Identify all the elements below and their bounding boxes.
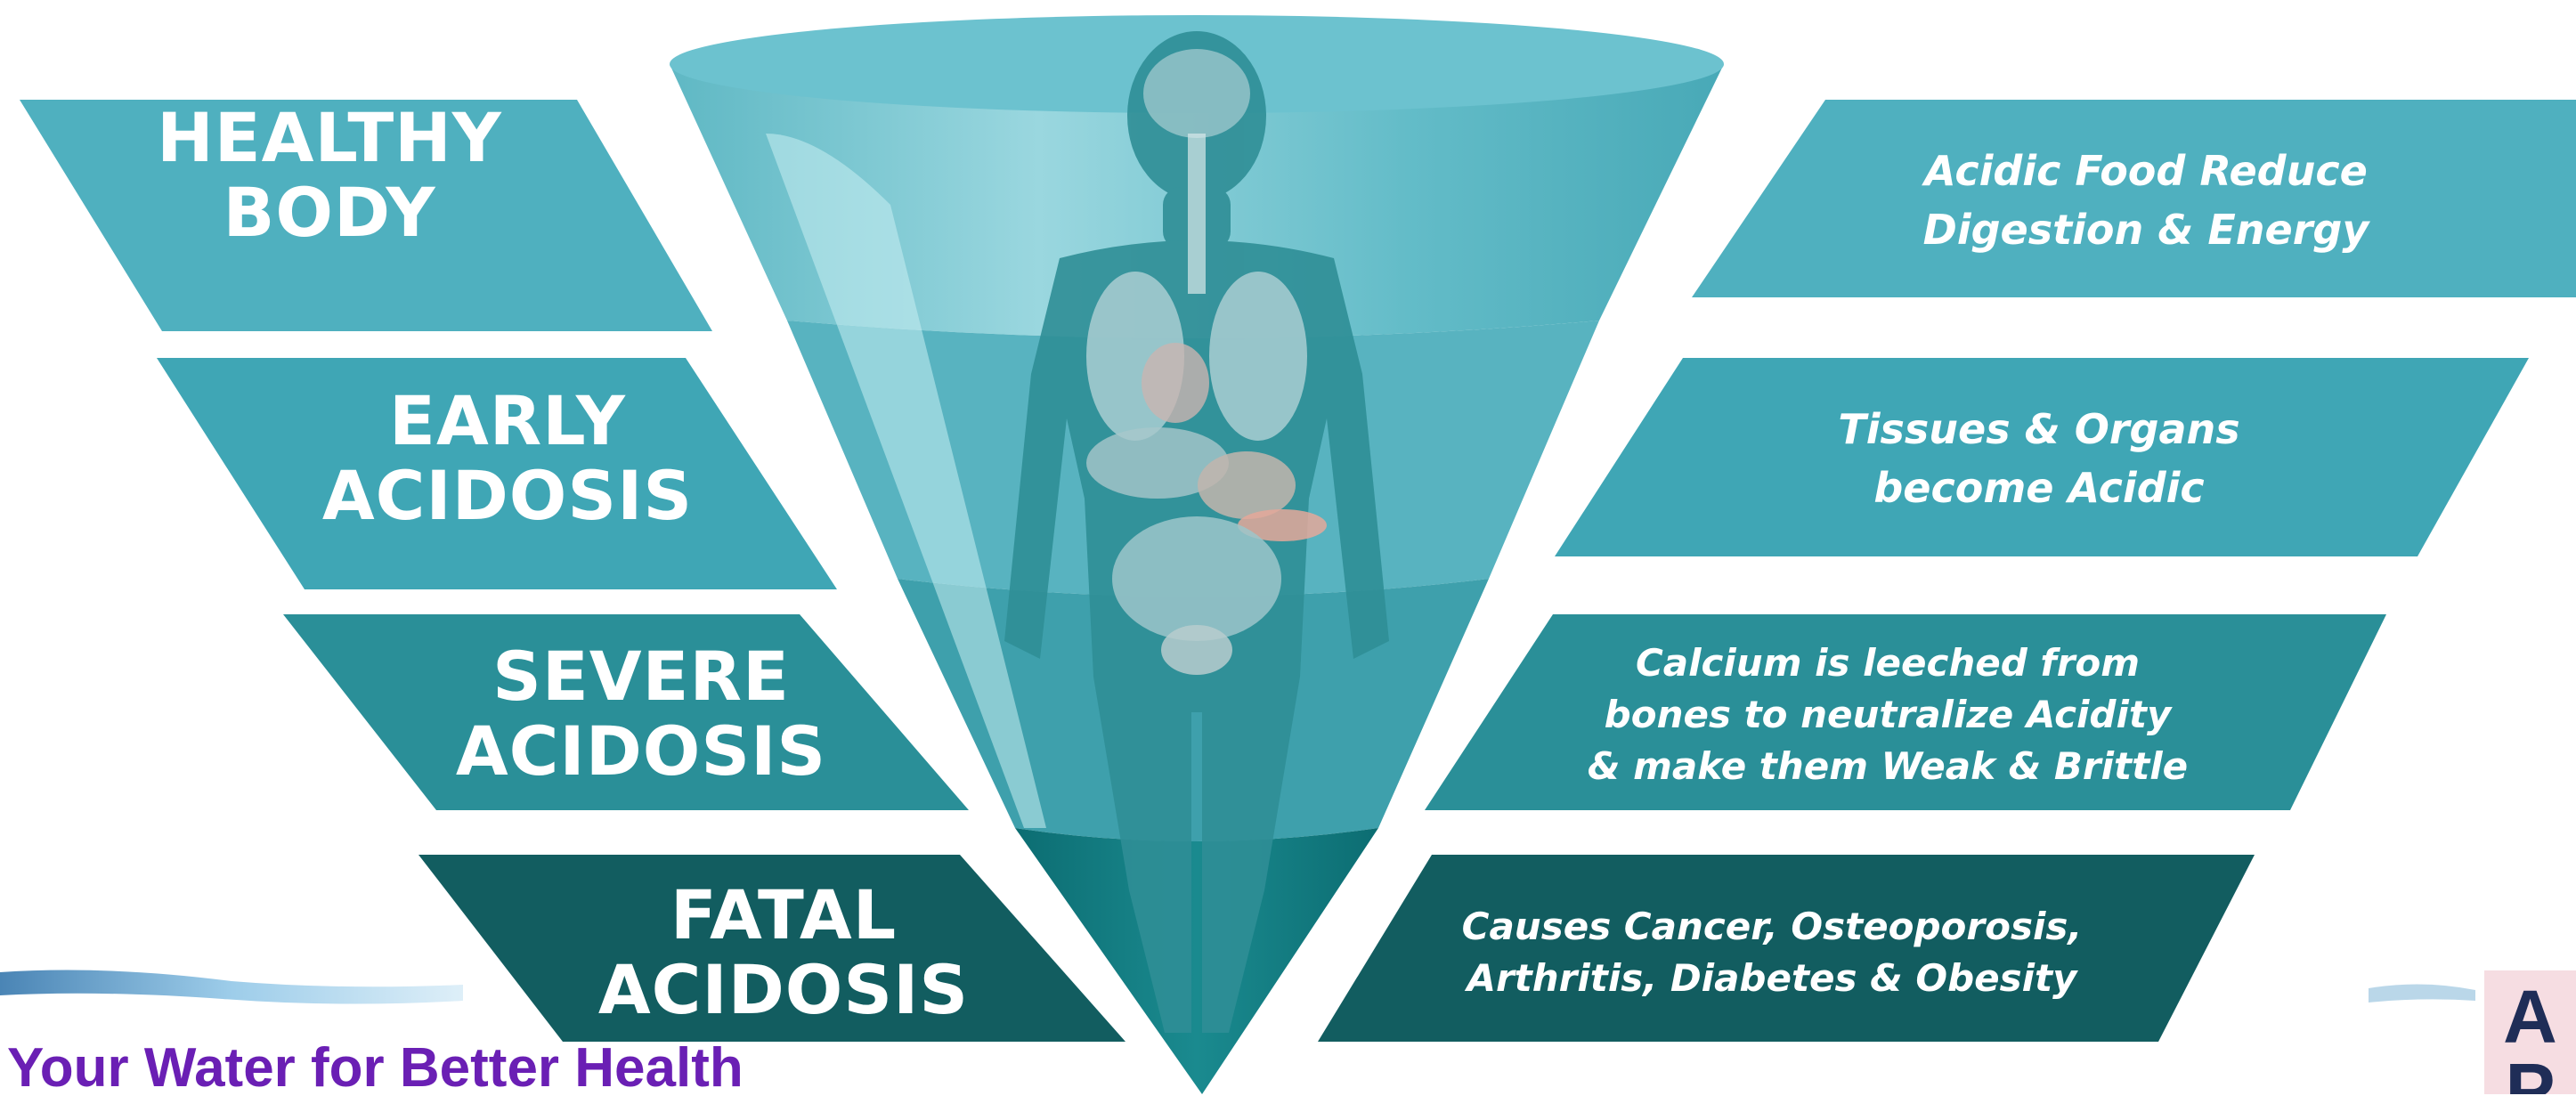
logo-letter-p: P [2484, 1052, 2576, 1094]
spine-shape [1188, 134, 1206, 294]
logo-letter-a: A [2484, 979, 2576, 1054]
funnel-cone-tip [1015, 828, 1378, 1094]
heart-shape [1142, 343, 1209, 423]
stage-banner-early [157, 358, 837, 589]
tagline-text: Your Water for Better Health [7, 1033, 898, 1104]
desc-banner-healthy [1692, 100, 2576, 297]
desc-banner-fatal [1318, 855, 2255, 1042]
water-splash-left [0, 970, 463, 1004]
intestines-shape [1112, 516, 1281, 641]
lung-right [1209, 272, 1307, 441]
stomach-shape [1198, 451, 1296, 519]
brand-logo: A P [2484, 970, 2576, 1094]
stage-banner-fatal [418, 855, 1125, 1042]
bladder-shape [1161, 625, 1232, 675]
water-splash-right [2369, 984, 2475, 1003]
desc-banner-early [1555, 358, 2529, 556]
stage-banner-healthy [20, 100, 712, 331]
desc-banner-severe [1425, 614, 2386, 810]
stage-banner-severe [283, 614, 969, 810]
brain-shape [1143, 49, 1250, 138]
